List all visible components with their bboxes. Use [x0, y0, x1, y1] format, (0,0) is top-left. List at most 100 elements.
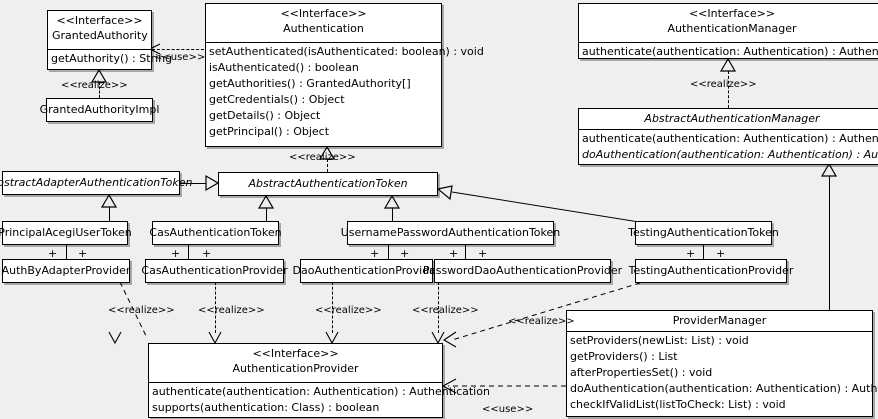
- class-password-dao-authentication-provider[interactable]: PasswordDaoAuthenticationProvider: [423, 259, 622, 283]
- class-granted-authority[interactable]: <<Interface>> GrantedAuthority getAuthor…: [47, 10, 173, 70]
- connector-generalization-principalacegiusertoken: [109, 207, 110, 221]
- operation: afterPropertiesSet() : void: [570, 366, 713, 379]
- label-realize-abstractauthenticationmanager: <<realize>>: [690, 79, 757, 90]
- connector-generalization-casauthenticationtoken: [266, 208, 267, 221]
- class-stereotype: <<Interface>>: [252, 347, 339, 360]
- class-name: TestingAuthenticationToken: [628, 226, 779, 239]
- class-name: TestingAuthenticationProvider: [628, 264, 794, 277]
- class-abstract-authentication-manager[interactable]: AbstractAuthenticationManager authentica…: [578, 108, 878, 165]
- assoc-cas-token-provider: [188, 245, 189, 259]
- assoc-marker: +: [370, 247, 380, 260]
- connector-realize-abstractauthenticationmanager: [728, 71, 729, 108]
- class-name: GrantedAuthority: [52, 29, 148, 42]
- class-operations: setProviders(newList: List) : void getPr…: [567, 332, 878, 414]
- connector-realize-casauthenticationprovider: [215, 282, 216, 333]
- operation: getPrincipal() : Object: [209, 125, 330, 138]
- class-name: PrincipalAcegiUserToken: [0, 226, 132, 239]
- connector-realize-passworddaoauthenticationprovider: [438, 282, 439, 333]
- class-operations: authenticate(authentication: Authenticat…: [579, 130, 878, 164]
- connector-realize-grantedauthorityimpl: [99, 82, 100, 98]
- assoc-marker: +: [78, 247, 88, 260]
- operation: authenticate(authentication: Authenticat…: [152, 385, 490, 398]
- class-authentication-provider[interactable]: <<Interface>> AuthenticationProvider aut…: [148, 343, 490, 418]
- class-name: AbstractAuthenticationToken: [248, 177, 408, 190]
- operation: isAuthenticated() : boolean: [209, 61, 359, 74]
- label-realize-grantedauthorityimpl: <<realize>>: [61, 80, 128, 91]
- assoc-marker: +: [478, 247, 488, 260]
- assoc-marker: +: [171, 247, 181, 260]
- class-stereotype: <<Interface>>: [688, 7, 776, 20]
- operation: getAuthority() : String: [51, 52, 173, 65]
- class-name: AbstractAuthenticationManager: [644, 112, 820, 125]
- class-stereotype: <<Interface>>: [56, 14, 143, 27]
- assoc-marker: +: [202, 247, 212, 260]
- operation: checkIfValidList(listToCheck: List) : vo…: [570, 398, 786, 411]
- label-realize-daoauthenticationprovider: <<realize>>: [315, 305, 382, 316]
- label-realize-abstractauthenticationtoken: <<realize>>: [289, 152, 356, 163]
- class-name: ProviderManager: [672, 314, 767, 327]
- class-name: PasswordDaoAuthenticationProvider: [422, 264, 623, 277]
- class-name: CasAuthenticationProvider: [141, 264, 288, 277]
- assoc-marker: +: [716, 247, 726, 260]
- class-operations: getAuthority() : String: [48, 50, 173, 68]
- class-name: DaoAuthenticationProvider: [292, 264, 441, 277]
- assoc-marker: +: [686, 247, 696, 260]
- class-name: GrantedAuthorityImpl: [39, 103, 160, 116]
- operation: setProviders(newList: List) : void: [570, 334, 749, 347]
- label-realize-authbyadapterprovider: <<realize>>: [108, 305, 175, 316]
- operation: getAuthorities() : GrantedAuthority[]: [209, 77, 411, 90]
- operation: getDetails() : Object: [209, 109, 321, 122]
- class-cas-authentication-token[interactable]: CasAuthenticationToken: [149, 221, 282, 245]
- label-use-providermanager: <<use>>: [482, 404, 534, 415]
- class-name: CasAuthenticationToken: [149, 226, 282, 239]
- connector-generalization-usernamepasswordtoken: [392, 208, 393, 221]
- assoc-marker: +: [48, 247, 58, 260]
- label-use-authentication-grantedauthority: <<use>>: [154, 52, 206, 63]
- operation: authenticate(authentication: Authenticat…: [582, 132, 878, 145]
- class-name: Authentication: [283, 22, 364, 35]
- operation: doAuthentication(authentication: Authent…: [582, 148, 878, 161]
- connector-use-authentication-grantedauthority: [152, 49, 204, 50]
- class-name: AuthByAdapterProvider: [1, 264, 131, 277]
- class-testing-authentication-provider[interactable]: TestingAuthenticationProvider: [629, 259, 793, 283]
- assoc-marker: +: [400, 247, 410, 260]
- connector-realize-abstractauthenticationtoken: [327, 159, 328, 172]
- connector-realize-daoauthenticationprovider: [332, 282, 333, 333]
- class-username-password-authentication-token[interactable]: UsernamePasswordAuthenticationToken: [341, 221, 560, 245]
- assoc-principalacegi-authbyadapter: [66, 245, 67, 259]
- class-granted-authority-impl[interactable]: GrantedAuthorityImpl: [40, 98, 159, 122]
- connector-generalization-providermanager: [829, 176, 830, 310]
- operation: getCredentials() : Object: [209, 93, 345, 106]
- operation: getProviders() : List: [570, 350, 678, 363]
- class-auth-by-adapter-provider[interactable]: AuthByAdapterProvider: [2, 259, 130, 283]
- assoc-marker: +: [449, 247, 459, 260]
- class-operations: setAuthenticated(isAuthenticated: boolea…: [206, 43, 484, 141]
- class-authentication-manager[interactable]: <<Interface>> AuthenticationManager auth…: [578, 3, 878, 59]
- class-stereotype: <<Interface>>: [280, 7, 367, 20]
- class-name: AbstractAdapterAuthenticationToken: [0, 176, 193, 189]
- class-principal-acegi-user-token[interactable]: PrincipalAcegiUserToken: [0, 221, 132, 245]
- class-name: AuthenticationManager: [667, 22, 797, 35]
- operation: supports(authentication: Class) : boolea…: [152, 401, 380, 414]
- class-authentication[interactable]: <<Interface>> Authentication setAuthenti…: [205, 3, 484, 147]
- connector-generalization-adapter-token: [180, 183, 207, 184]
- assoc-usernamepassword-passworddao: [465, 245, 466, 259]
- class-cas-authentication-provider[interactable]: CasAuthenticationProvider: [141, 259, 288, 283]
- label-realize-testingauthenticationprovider: <<realize>>: [508, 316, 575, 327]
- class-dao-authentication-provider[interactable]: DaoAuthenticationProvider: [293, 259, 441, 283]
- label-realize-passworddaoauthenticationprovider: <<realize>>: [412, 305, 479, 316]
- class-testing-authentication-token[interactable]: TestingAuthenticationToken: [628, 221, 779, 245]
- class-operations: authenticate(authentication: Authenticat…: [579, 43, 878, 61]
- class-abstract-adapter-authentication-token[interactable]: AbstractAdapterAuthenticationToken: [0, 171, 192, 195]
- assoc-testingtoken-testingprovider: [703, 245, 704, 259]
- assoc-principalacegi-authbyadapter-h: [66, 245, 67, 246]
- operation: authenticate(authentication: Authenticat…: [582, 45, 878, 58]
- label-realize-casauthenticationprovider: <<realize>>: [198, 305, 265, 316]
- class-name: AuthenticationProvider: [232, 362, 359, 375]
- class-abstract-authentication-token[interactable]: AbstractAuthenticationToken: [218, 172, 438, 196]
- class-operations: authenticate(authentication: Authenticat…: [149, 383, 490, 417]
- assoc-usernamepassword-dao: [388, 245, 389, 259]
- operation: doAuthentication(authentication: Authent…: [570, 382, 878, 395]
- class-provider-manager[interactable]: ProviderManager setProviders(newList: Li…: [566, 310, 878, 417]
